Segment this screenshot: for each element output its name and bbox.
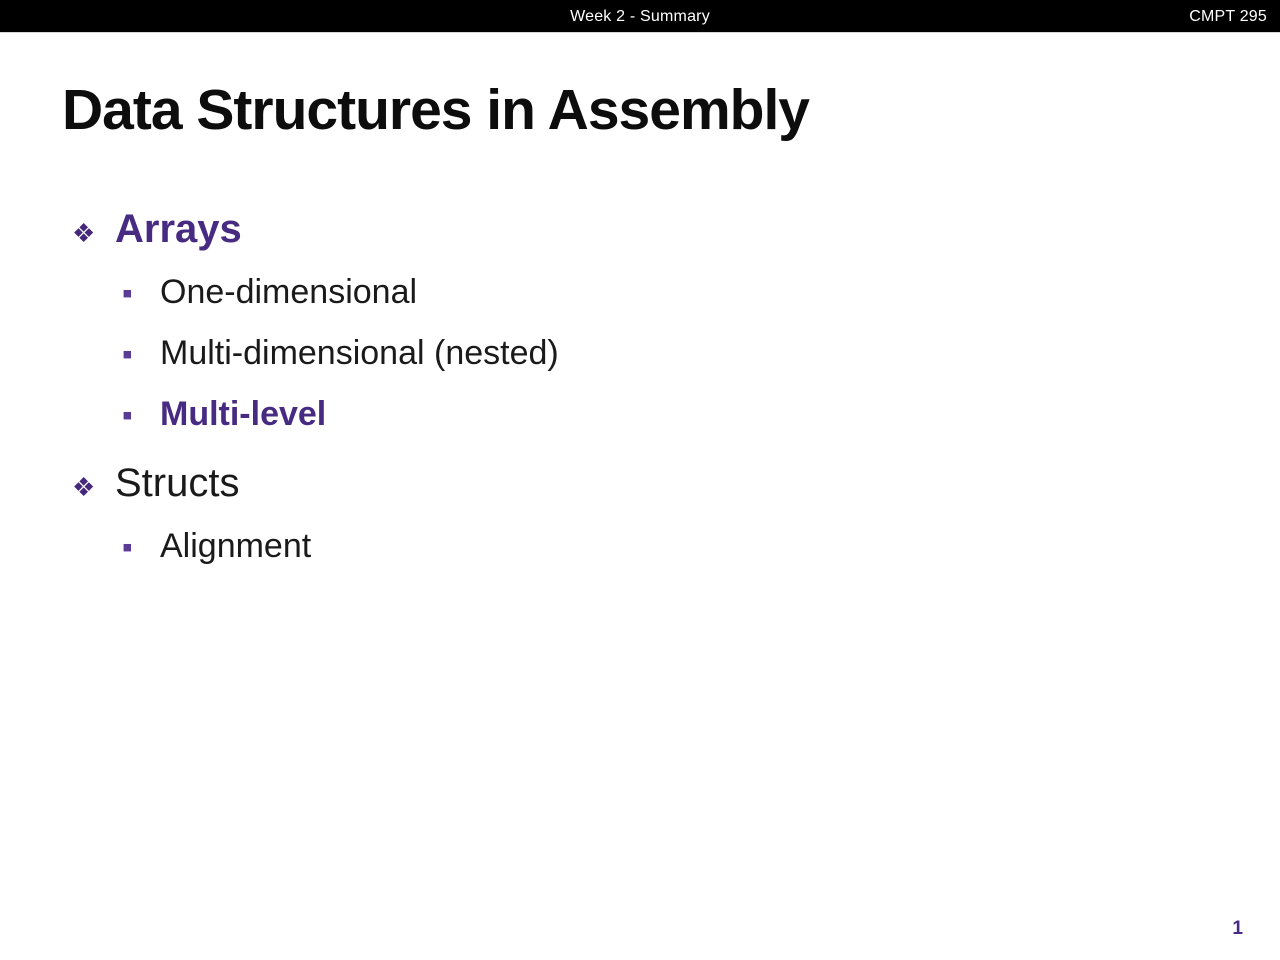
list-item-multi-dimensional: ▪ Multi-dimensional (nested) [0, 323, 1100, 384]
square-bullet-icon: ▪ [122, 338, 133, 371]
page-number: 1 [1232, 918, 1243, 939]
header-course-code: CMPT 295 [1189, 7, 1267, 25]
list-item-label: Multi-level [160, 395, 327, 433]
list-item-arrays: ❖ Arrays [0, 196, 1100, 262]
list-item-alignment: ▪ Alignment [0, 516, 1100, 577]
list-item-structs: ❖ Structs [0, 450, 1100, 516]
slide-title: Data Structures in Assembly [62, 78, 810, 142]
list-item-multi-level: ▪ Multi-level [0, 384, 1100, 445]
list-item-label: Multi-dimensional (nested) [160, 334, 559, 372]
list-item-one-dimensional: ▪ One-dimensional [0, 262, 1100, 323]
list-item-label: Structs [115, 461, 240, 505]
bullet-list: ❖ Arrays ▪ One-dimensional ▪ Multi-dimen… [0, 196, 1100, 577]
list-item-label: One-dimensional [160, 273, 418, 311]
square-bullet-icon: ▪ [122, 399, 133, 432]
header-week-summary: Week 2 - Summary [570, 7, 710, 25]
list-item-label: Arrays [115, 207, 242, 251]
list-item-label: Alignment [160, 527, 312, 565]
diamond-bullet-icon: ❖ [72, 218, 96, 248]
diamond-bullet-icon: ❖ [72, 472, 96, 502]
square-bullet-icon: ▪ [122, 531, 133, 564]
square-bullet-icon: ▪ [122, 277, 133, 310]
header-bar: Week 2 - Summary CMPT 295 [0, 0, 1280, 33]
